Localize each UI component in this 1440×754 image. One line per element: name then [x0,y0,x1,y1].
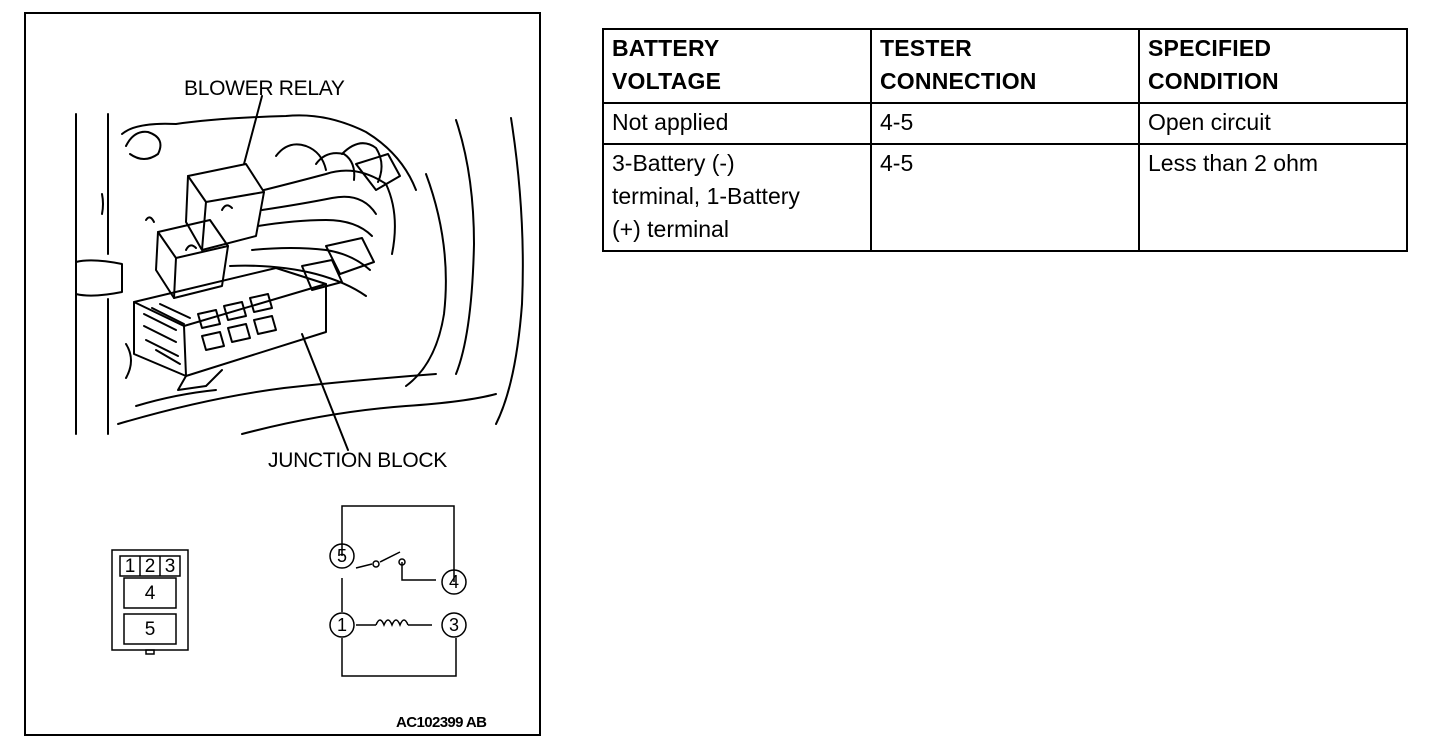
schematic-pin-1: 1 [336,615,347,635]
relay-body-lower [155,219,229,299]
schematic-pin-5: 5 [336,546,347,566]
table-row: Not applied 4-5 Open circuit [602,102,1408,145]
callout-blower-relay: BLOWER RELAY [184,77,345,100]
schematic-wire-top [341,505,455,582]
connector-pin-4: 4 [144,583,156,604]
relay-illustration [75,95,524,677]
switch-blade [379,551,401,563]
figure-panel: BLOWER RELAY JUNCTION BLOCK 1 2 3 4 5 5 … [24,12,541,736]
leader-junction-block [301,333,349,451]
header-tester-connection: TESTER CONNECTION [870,28,1140,104]
pin-5-circle [329,543,355,569]
pin-4-circle [441,569,467,595]
cell-specified-condition: Open circuit [1138,102,1408,145]
table-header-row: BATTERY VOLTAGE TESTER CONNECTION SPECIF… [602,28,1408,104]
header-battery-voltage: BATTERY VOLTAGE [602,28,872,104]
cell-tester-connection: 4-5 [870,102,1140,145]
spec-table: BATTERY VOLTAGE TESTER CONNECTION SPECIF… [602,28,1408,252]
pin-1-circle [329,612,355,638]
cell-battery-voltage: 3-Battery (-) terminal, 1-Battery (+) te… [602,143,872,252]
connector-pin-3: 3 [164,556,176,577]
figure-id: AC102399 AB [396,714,487,731]
relay-body-upper [185,163,265,251]
pin-3-circle [441,612,467,638]
cell-battery-voltage: Not applied [602,102,872,145]
junction-block-body [133,267,327,377]
callout-junction-block: JUNCTION BLOCK [268,449,447,472]
schematic-pin-4: 4 [448,572,459,592]
schematic-wire-bottom [341,638,457,677]
connector-pinout-diagram [111,549,189,655]
leader-blower-relay [243,95,263,165]
connector-pin-2: 2 [144,556,156,577]
connector-pin-5: 5 [144,619,156,640]
schematic-pin-3: 3 [448,615,459,635]
relay-schematic-diagram [329,505,467,677]
pillar-clamp [75,259,123,297]
cell-specified-condition: Less than 2 ohm [1138,143,1408,252]
connector-pin-1: 1 [124,556,136,577]
header-specified-condition: SPECIFIED CONDITION [1138,28,1408,104]
relay-coil [375,619,409,628]
table-row: 3-Battery (-) terminal, 1-Battery (+) te… [602,143,1408,252]
cell-tester-connection: 4-5 [870,143,1140,252]
